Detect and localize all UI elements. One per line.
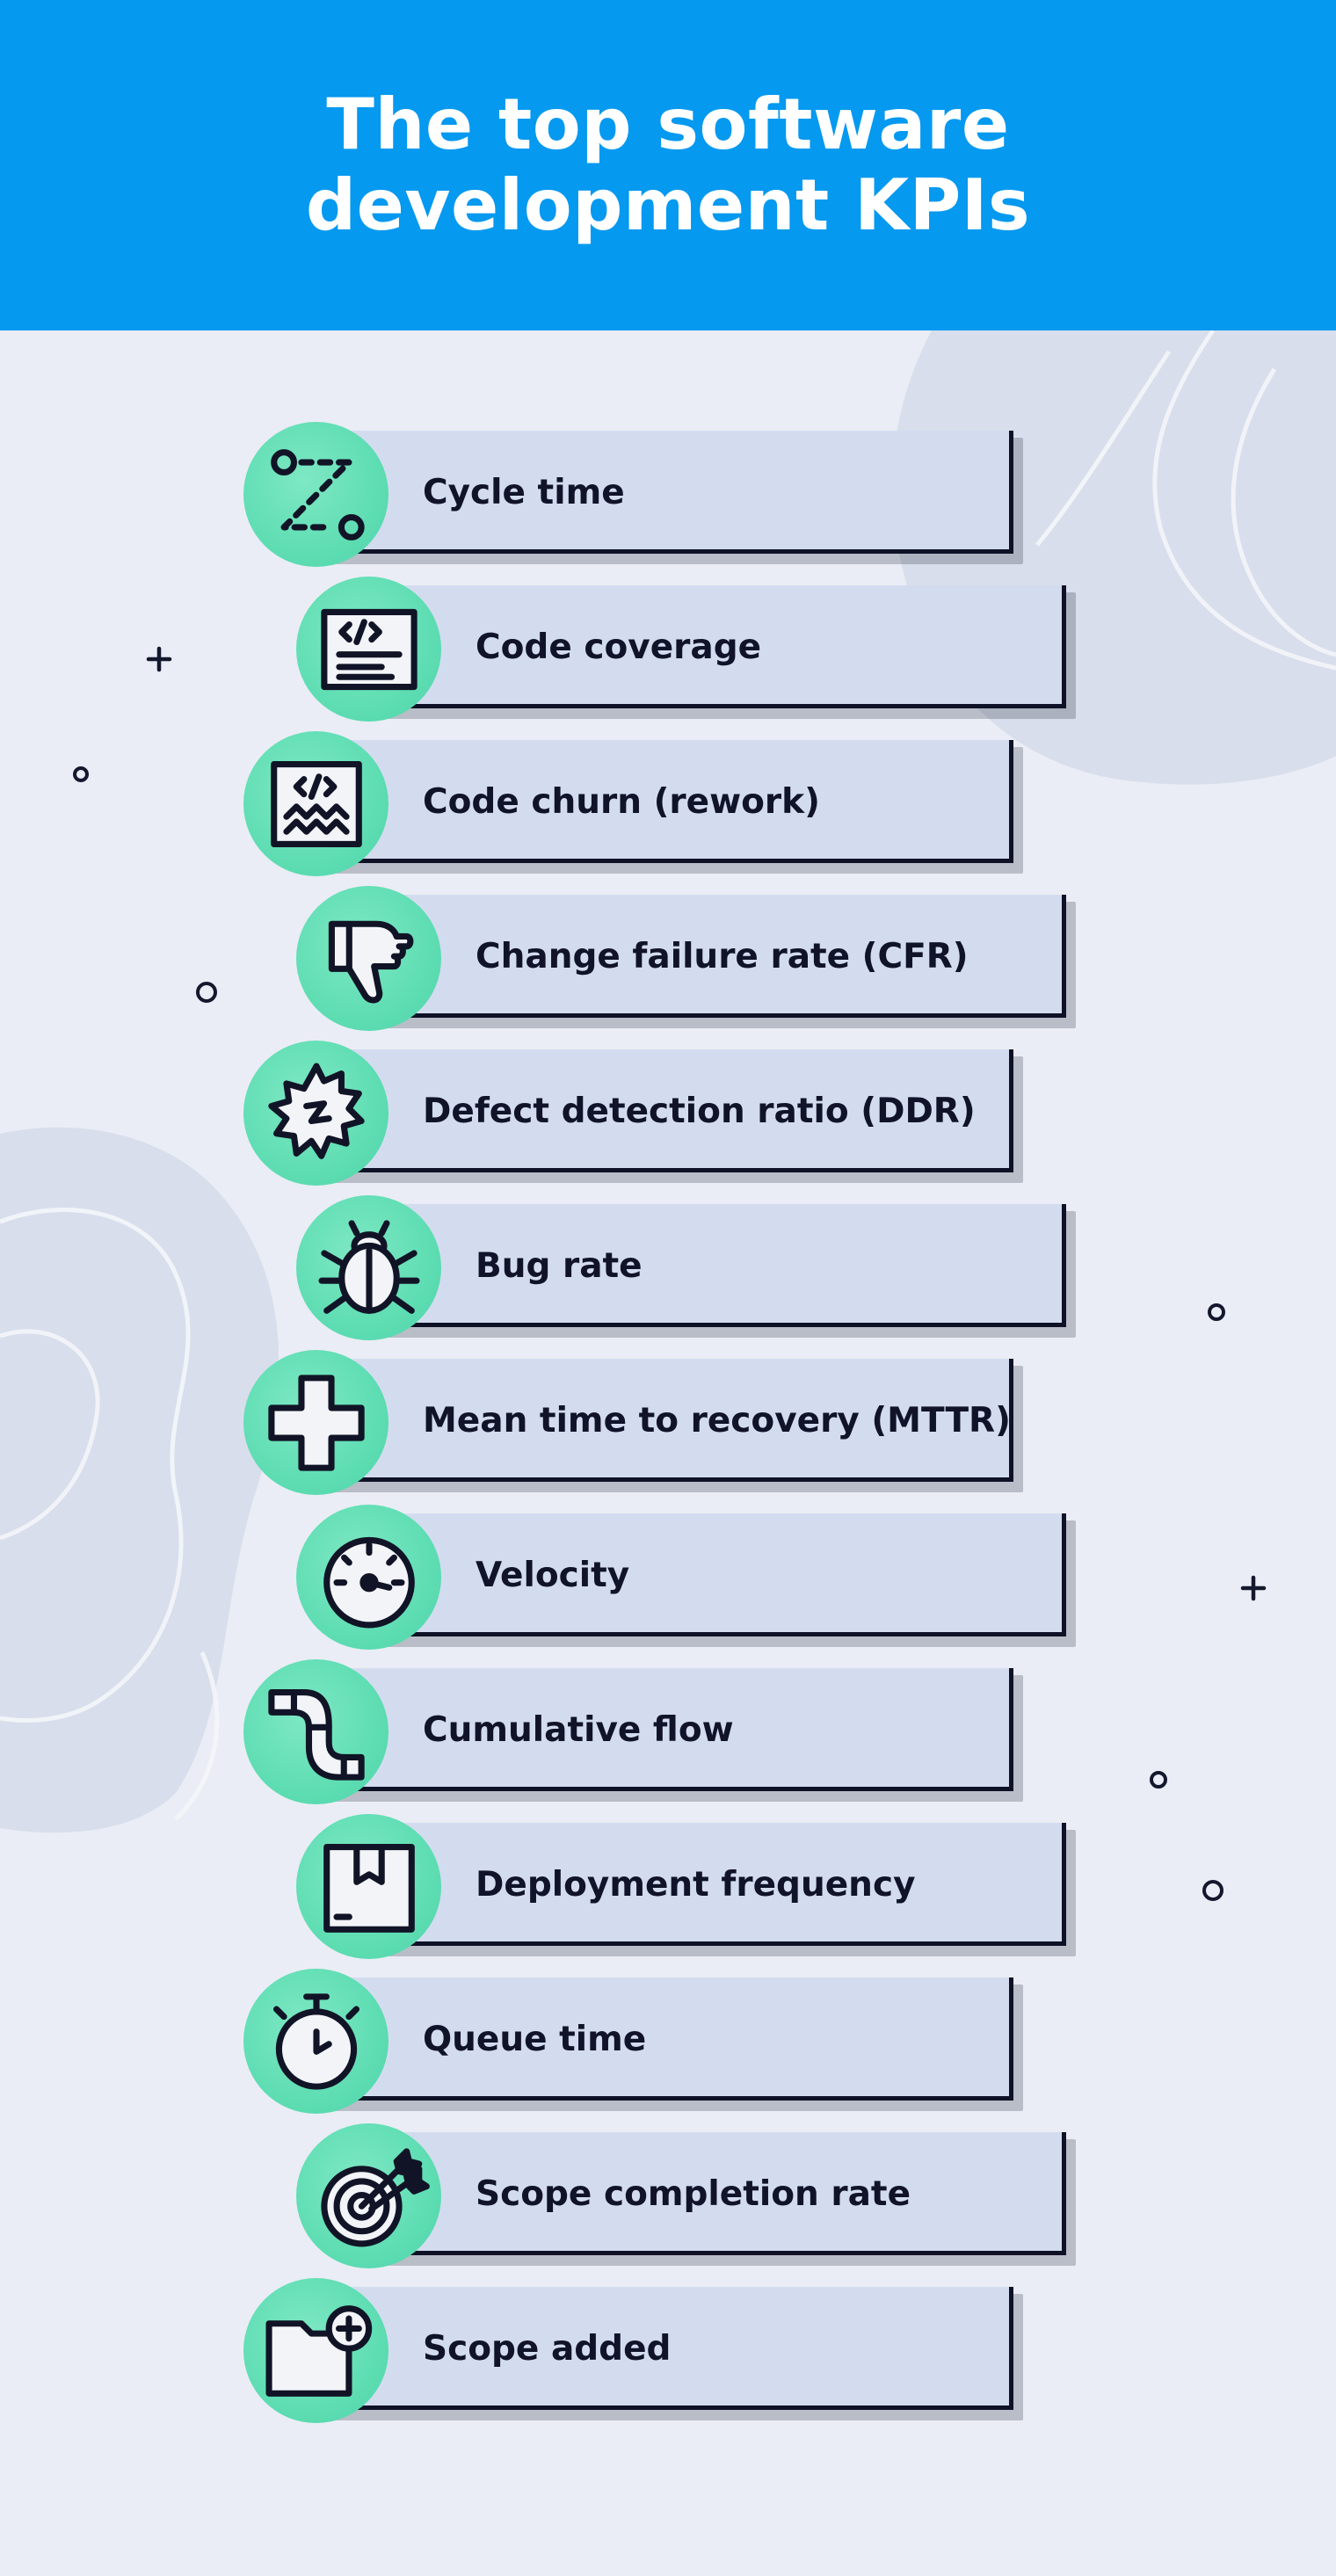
kpi-card <box>328 1668 1013 1791</box>
kpi-badge <box>243 731 388 876</box>
kpi-badge <box>296 886 441 1031</box>
kpi-badge <box>296 1814 441 1959</box>
kpi-card <box>381 585 1066 708</box>
kpi-badge <box>296 1195 441 1340</box>
kpi-badge <box>296 2123 441 2268</box>
decor-circles <box>73 766 1225 1901</box>
stopwatch-icon <box>273 1993 359 2090</box>
kpi-label: Queue time <box>423 2019 647 2059</box>
thumbs-down-icon <box>328 920 414 1004</box>
code-churn-icon <box>271 761 362 847</box>
kpi-badge <box>243 2278 388 2423</box>
kpi-label: Bug rate <box>476 1245 643 1286</box>
background-blob-left <box>0 1127 280 1833</box>
kpi-badge <box>243 422 388 567</box>
kpi-card <box>328 740 1013 863</box>
decor-plus-right <box>1240 1575 1267 1601</box>
kpi-label: Velocity <box>476 1555 630 1595</box>
package-box-icon <box>323 1844 415 1933</box>
kpi-label: Scope completion rate <box>476 2173 911 2214</box>
kpi-card <box>381 1513 1066 1636</box>
kpi-badge <box>243 1350 388 1495</box>
kpi-badge <box>296 577 441 722</box>
kpi-label: Scope added <box>423 2328 672 2369</box>
kpi-label: Cycle time <box>423 472 625 512</box>
kpi-label: Mean time to recovery (MTTR) <box>423 1400 1011 1440</box>
kpi-card <box>328 1977 1013 2101</box>
kpi-badge <box>243 1041 388 1186</box>
medical-cross-icon <box>268 1375 365 1471</box>
folder-plus-icon <box>265 2305 373 2397</box>
kpi-label: Code churn (rework) <box>423 781 820 822</box>
decor-plus-left <box>146 646 172 672</box>
target-arrows-icon <box>321 2148 430 2247</box>
speedometer-icon <box>323 1536 415 1629</box>
code-document-icon <box>321 608 418 691</box>
kpi-label: Deployment frequency <box>476 1864 916 1905</box>
kpi-card <box>381 1204 1066 1327</box>
header-banner: The top software development KPIs <box>0 0 1336 330</box>
kpi-card <box>328 2287 1013 2410</box>
page-title: The top software development KPIs <box>305 83 1031 246</box>
kpi-card <box>381 1823 1066 1946</box>
kpi-label: Cumulative flow <box>423 1709 734 1750</box>
cycle-path-icon <box>271 449 365 541</box>
kpi-label: Code coverage <box>476 627 762 667</box>
kpi-badge <box>243 1969 388 2114</box>
kpi-card <box>328 1359 1013 1482</box>
flow-pipe-icon <box>268 1689 365 1781</box>
kpi-label: Change failure rate (CFR) <box>476 936 969 976</box>
kpi-badge <box>243 1659 388 1804</box>
bug-icon <box>318 1220 420 1314</box>
kpi-card <box>381 2132 1066 2255</box>
broken-gear-icon <box>268 1063 365 1159</box>
kpi-card <box>381 895 1066 1018</box>
kpi-card <box>328 431 1013 554</box>
kpi-label: Defect detection ratio (DDR) <box>423 1091 976 1131</box>
kpi-card <box>328 1049 1013 1172</box>
kpi-badge <box>296 1505 441 1650</box>
